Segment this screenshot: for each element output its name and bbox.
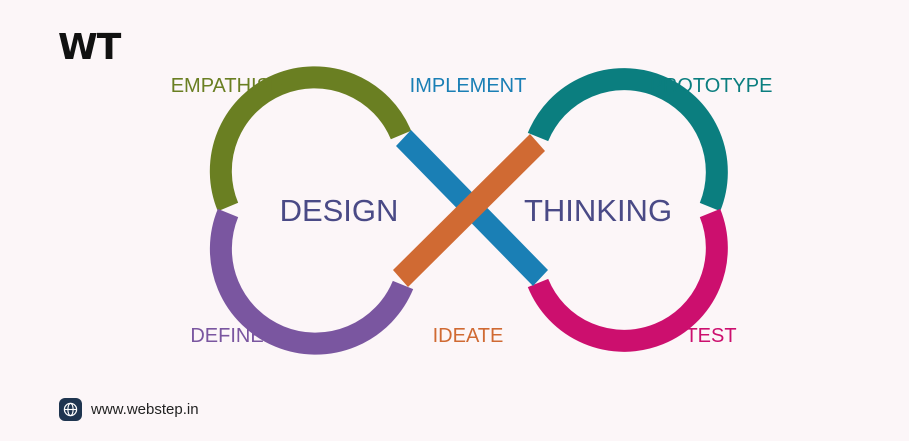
- segment-prototype: [527, 68, 728, 212]
- segment-ideate: [393, 134, 545, 287]
- label-prototype: PROTOTYPE: [650, 75, 773, 97]
- segment-test: [527, 208, 728, 352]
- label-test: TEST: [685, 325, 736, 347]
- label-define: DEFINE: [190, 325, 263, 347]
- brand-logo: WT: [58, 27, 121, 68]
- segment-define: [209, 208, 414, 355]
- center-label-thinking: THINKING: [524, 193, 672, 228]
- label-empathise: EMPATHISE: [171, 75, 284, 97]
- label-implement: IMPLEMENT: [410, 75, 527, 97]
- center-label-design: DESIGN: [280, 193, 399, 228]
- website-url[interactable]: www.webstep.in: [91, 401, 199, 418]
- label-ideate: IDEATE: [433, 325, 504, 347]
- footer-website: www.webstep.in: [59, 398, 199, 421]
- globe-icon: [59, 398, 82, 421]
- segment-empathise: [209, 66, 412, 212]
